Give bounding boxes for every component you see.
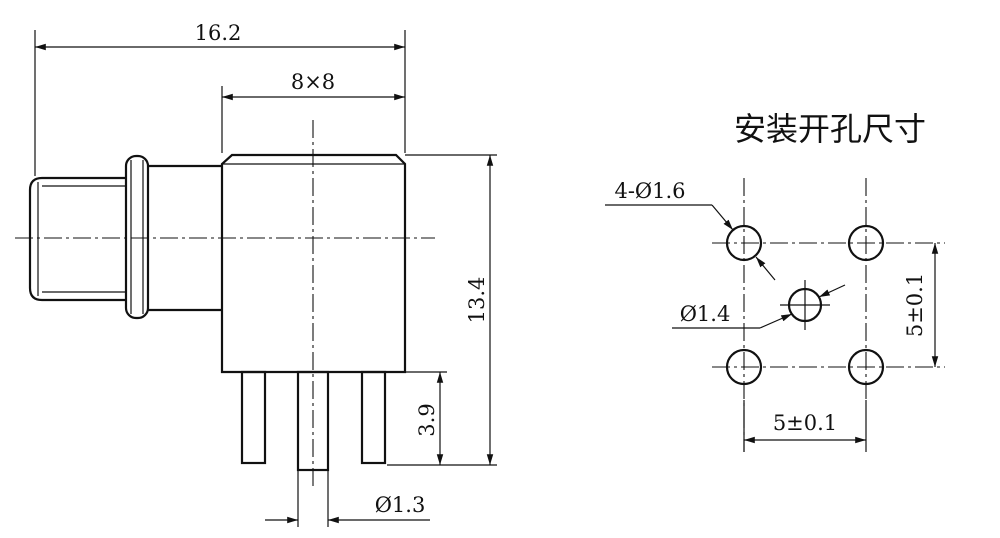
dim-pin-length: 3.9 xyxy=(415,403,439,436)
dim-spacing-y: 5±0.1 xyxy=(903,273,927,337)
dim-pin-diameter: Ø1.3 xyxy=(375,493,426,517)
hole-bottom-right xyxy=(847,348,885,386)
dim-spacing-x: 5±0.1 xyxy=(773,411,837,435)
hole-bottom-left xyxy=(725,348,763,386)
dim-overall-length: 16.2 xyxy=(195,21,242,45)
plug-body xyxy=(28,176,125,302)
pin-center xyxy=(296,370,330,472)
hole-top-left xyxy=(725,224,763,262)
mounting-title: 安装开孔尺寸 xyxy=(734,110,926,148)
side-view: 16.2 8×8 13.4 3.9 Ø1.3 xyxy=(15,21,497,527)
hole-top-right xyxy=(847,224,885,262)
pin-right xyxy=(360,370,387,465)
pin-left xyxy=(240,370,267,465)
mounting-hole-pattern: 安装开孔尺寸 4-Ø1.6 Ø1.4 5±0.1 5±0.1 xyxy=(605,110,945,452)
label-corner-holes: 4-Ø1.6 xyxy=(614,179,685,203)
label-center-hole: Ø1.4 xyxy=(680,302,731,326)
dim-height: 13.4 xyxy=(465,277,489,324)
coupling-ring xyxy=(124,154,150,320)
dim-body-size: 8×8 xyxy=(291,70,335,94)
